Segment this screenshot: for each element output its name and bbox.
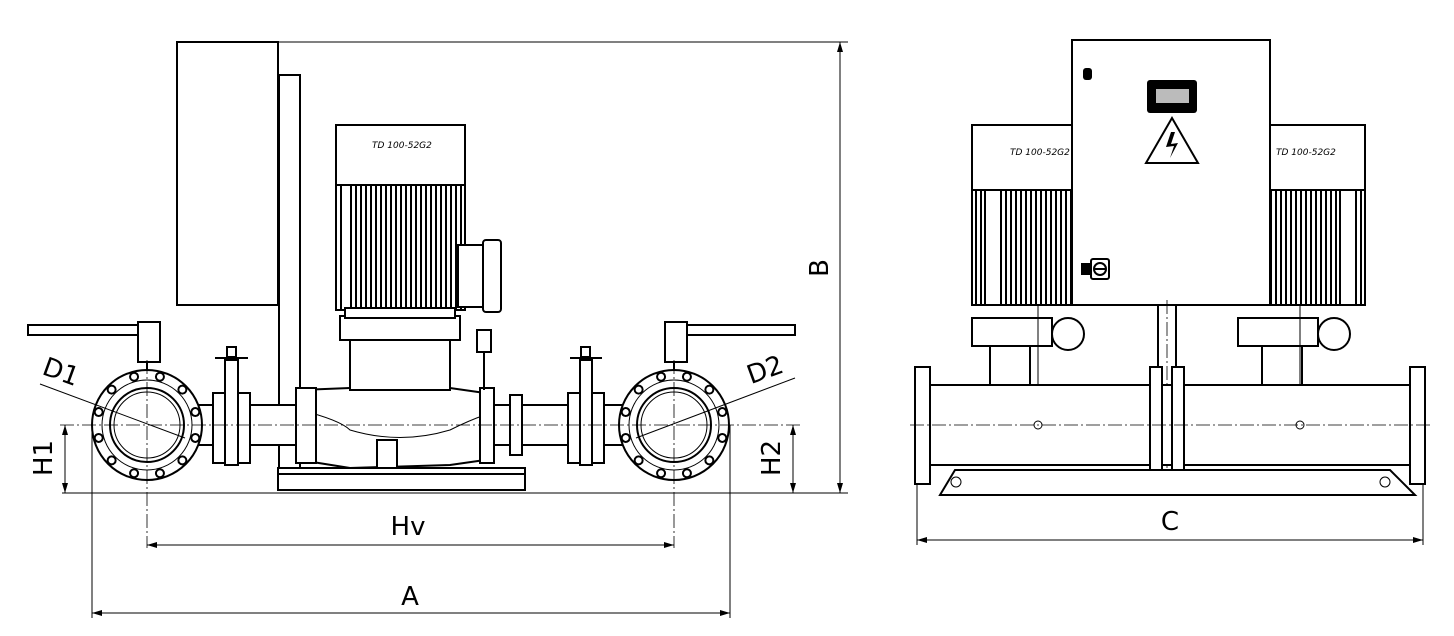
dim-H2-label: H2 — [757, 440, 787, 476]
lock-icon — [1083, 68, 1092, 80]
bolt-hole — [93, 407, 104, 418]
bolt-hole — [717, 432, 728, 443]
dim-Hv-label: Hv — [391, 512, 426, 542]
base-frame-front — [938, 469, 1418, 496]
front-view: TD 100-52G2 TD 100-52G2 — [910, 39, 1430, 545]
dim-C-label: C — [1161, 507, 1179, 537]
bolt-hole — [681, 371, 692, 382]
bolt-hole — [656, 371, 667, 382]
motor-plate-right: TD 100-52G2 — [1276, 148, 1336, 158]
motor-left-front: TD 100-52G2 — [971, 124, 1085, 387]
main-switch-icon — [1081, 258, 1110, 280]
bolt-hole — [620, 407, 631, 418]
bolt-hole — [704, 455, 715, 466]
bolt-hole — [154, 468, 165, 479]
flange-bolts — [93, 371, 728, 479]
bolt-hole — [704, 384, 715, 395]
dim-H1-label: H1 — [29, 440, 59, 476]
control-cabinet-front — [1071, 39, 1271, 306]
motor-plate-left: TD 100-52G2 — [1010, 148, 1070, 158]
bolt-hole — [633, 384, 644, 395]
bolt-hole — [190, 432, 201, 443]
base-frame — [277, 467, 526, 491]
bolt-hole — [681, 468, 692, 479]
bolt-hole — [129, 371, 140, 382]
motor-plate-label: TD 100-52G2 — [372, 141, 432, 151]
bolt-hole — [177, 384, 188, 395]
bolt-hole — [106, 384, 117, 395]
bolt-hole — [177, 455, 188, 466]
check-valve-sensor — [476, 329, 492, 390]
bolt-hole — [154, 371, 165, 382]
side-view: TD 100-52G2 — [27, 41, 848, 618]
control-cabinet-side — [176, 41, 279, 306]
dim-A-label: A — [401, 582, 419, 612]
gate-valve-left — [212, 346, 251, 466]
dimension-lines-side — [39, 41, 848, 618]
bolt-hole — [93, 432, 104, 443]
motor-side: TD 100-52G2 — [335, 124, 502, 319]
dim-B-label: B — [805, 259, 835, 277]
motor-right-front: TD 100-52G2 — [1237, 124, 1366, 387]
bolt-hole — [106, 455, 117, 466]
dim-D1-label: D1 — [38, 352, 83, 393]
bolt-hole — [620, 432, 631, 443]
high-voltage-warning-icon — [1144, 116, 1200, 164]
bolt-hole — [633, 455, 644, 466]
bolt-hole — [717, 407, 728, 418]
pump-unit — [295, 315, 523, 470]
bolt-hole — [129, 468, 140, 479]
dim-D2-label: D2 — [743, 350, 788, 391]
bolt-hole — [656, 468, 667, 479]
bolt-hole — [190, 407, 201, 418]
gate-valve-right — [567, 346, 605, 466]
